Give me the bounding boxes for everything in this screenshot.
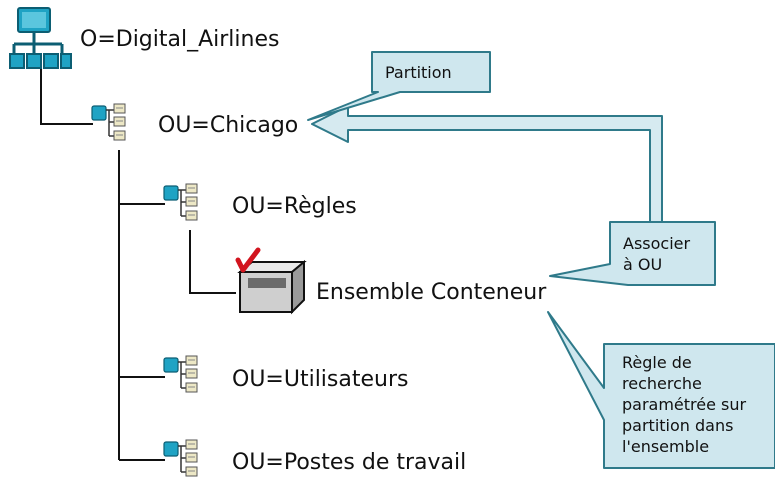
ou-utilisateurs-label: OU=Utilisateurs [232,367,408,392]
regle-callout: Règle de recherche paramétrée sur partit… [547,311,775,469]
associer-line-1: Associer [623,234,690,253]
tree-connectors [40,68,236,461]
ou-postes-label: OU=Postes de travail [232,450,466,475]
partition-callout-text: Partition [385,63,452,82]
regle-line-1: Règle de [622,353,692,372]
container-label: Ensemble Conteneur [316,280,547,305]
partition-callout: Partition [307,51,491,121]
organization-tree-icon [9,7,72,69]
regle-line-3: paramétrée sur [622,395,747,414]
associer-callout-text: Associer à OU [623,234,695,274]
connector-root-chicago [40,68,93,125]
associer-line-2: à OU [623,255,662,274]
ou-utilisateurs-icon [163,355,198,393]
regle-line-4: partition dans [622,416,733,435]
ou-chicago-label: OU=Chicago [158,113,298,138]
associer-callout: Associer à OU [549,221,716,286]
regle-callout-text: Règle de recherche paramétrée sur partit… [622,353,751,456]
partition-line: Partition [385,63,452,82]
regle-line-5: l'ensemble [622,437,709,456]
ou-chicago-icon [91,103,126,141]
ou-postes-icon [163,439,198,477]
association-arrow [311,105,663,237]
ou-regles-icon [163,183,198,221]
regle-line-2: recherche [622,374,702,393]
ou-regles-label: OU=Règles [232,194,357,219]
container-set-icon [235,247,307,315]
connector-regles-container [189,230,236,294]
root-label: O=Digital_Airlines [80,27,279,52]
